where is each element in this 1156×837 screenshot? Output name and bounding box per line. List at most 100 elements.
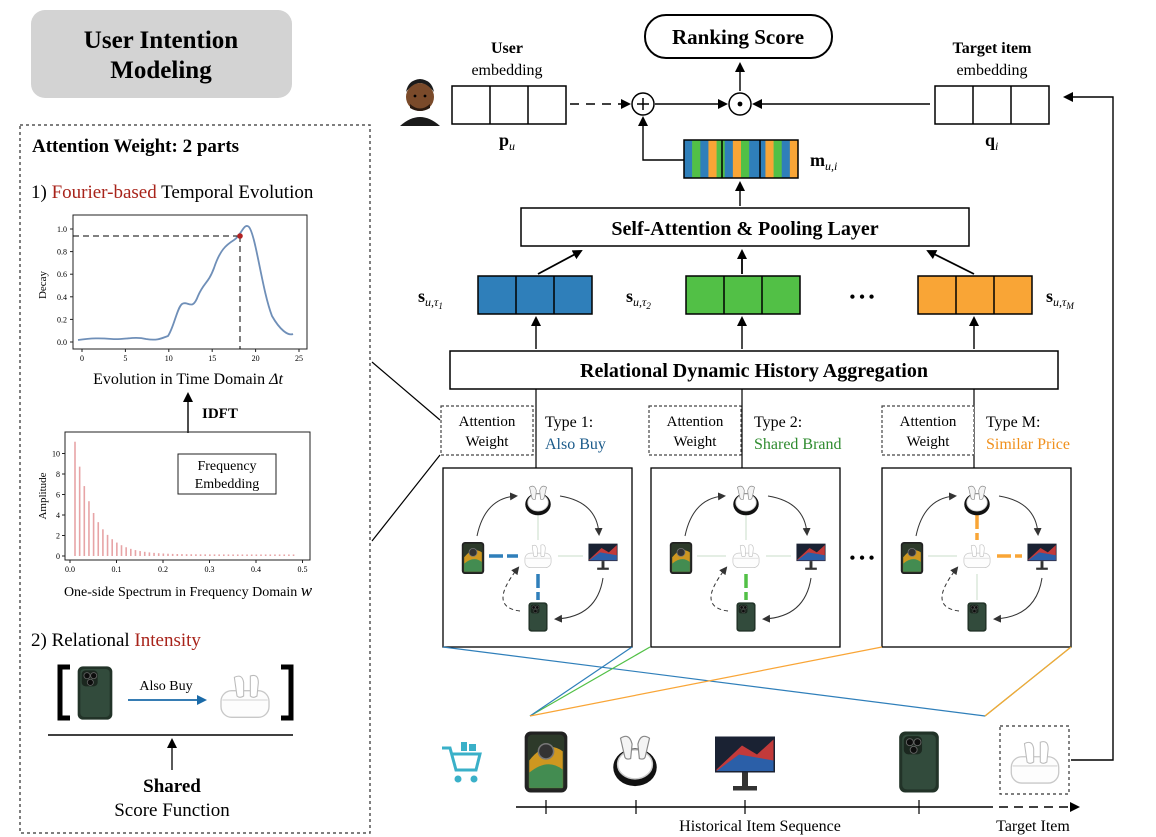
m-vector-stripe	[773, 140, 783, 178]
target-item-box	[999, 725, 1070, 795]
s-label-m: su,τM	[1046, 286, 1074, 311]
target-embedding-subtitle: embedding	[956, 62, 1027, 79]
attention-weight-panel	[19, 124, 371, 834]
type1-name: Also Buy	[545, 436, 606, 453]
svg-text:Weight: Weight	[466, 434, 510, 450]
m-ui-vector	[683, 139, 799, 179]
decay-ytick: 0.2	[57, 315, 67, 324]
blue-cross-line	[442, 646, 986, 717]
target-embedding-title: Target item	[953, 40, 1033, 57]
m-vector-stripe	[765, 140, 774, 178]
m-vector-stripe	[741, 140, 750, 178]
attention-heading: Attention Weight: 2 parts	[32, 136, 239, 157]
m-vector-stripe	[692, 140, 701, 178]
p-u-symbol: pu	[499, 130, 515, 153]
s-label-1: su,τ1	[418, 286, 443, 311]
svg-text:Weight: Weight	[907, 434, 951, 450]
airpods-icon	[1010, 740, 1060, 784]
legend-line1: Frequency	[197, 459, 256, 474]
s-vector-m	[917, 275, 1033, 315]
svg-text:Attention: Attention	[900, 414, 957, 430]
m-ui-symbol: mu,i	[810, 150, 837, 173]
sm-arrow	[926, 250, 975, 275]
monitor-icon	[715, 736, 775, 791]
s-ellipsis: • • •	[850, 289, 875, 306]
type1-label: Type 1:	[545, 414, 593, 431]
spectrum-bars	[74, 441, 295, 556]
m-vector-stripe	[716, 140, 726, 178]
decay-xtick: 10	[165, 354, 173, 363]
graph-type1	[442, 467, 633, 648]
smartphone-icon	[461, 541, 485, 575]
spectrum-ytick: 0	[56, 552, 60, 561]
decay-ytick: 0.8	[57, 248, 67, 257]
s1-arrow	[537, 250, 583, 275]
blue-cross-line-b	[529, 646, 633, 717]
decay-xtick: 20	[252, 354, 260, 363]
relation-label: Also Buy	[139, 679, 192, 694]
green-cross-line-a	[529, 646, 651, 717]
spectrum-ytick: 6	[56, 491, 60, 500]
smartphone-icon	[669, 541, 693, 575]
iphone-icon	[898, 731, 940, 793]
attention-weight-box-2: Attention Weight	[648, 405, 742, 456]
iphone-icon	[736, 602, 756, 632]
connector-bottom	[371, 454, 441, 542]
m-vector-stripe	[684, 140, 693, 178]
earbuds-case-icon	[612, 735, 658, 787]
decay-xlabel: Evolution in Time Domain Δt	[93, 371, 283, 388]
m-vector-stripe	[749, 140, 758, 178]
score-function-label: Score Function	[114, 800, 230, 821]
decay-xtick: 15	[208, 354, 216, 363]
spectrum-ylabel: Amplitude	[37, 472, 49, 519]
m-vector-stripe	[732, 140, 742, 178]
graph-ellipsis: • • •	[850, 550, 875, 567]
decay-ytick: 0.0	[57, 338, 67, 347]
title-box	[31, 10, 292, 98]
m-vector-stripe	[757, 140, 766, 178]
attention-weight-box-m: Attention Weight	[881, 405, 975, 456]
aggregation-label: Relational Dynamic History Aggregation	[580, 360, 928, 382]
spectrum-ytick: 2	[56, 532, 60, 541]
target-feedback-arrow	[1063, 92, 1114, 761]
iphone-icon	[528, 602, 548, 632]
spectrum-xlabel: One-side Spectrum in Frequency Domain w	[64, 581, 313, 600]
decay-marker	[237, 233, 243, 239]
svg-text:Weight: Weight	[674, 434, 718, 450]
m-vector-stripe	[708, 140, 717, 178]
self-attention-label: Self-Attention & Pooling Layer	[611, 218, 878, 240]
user-avatar-icon	[400, 79, 440, 126]
decay-xtick: 5	[123, 354, 127, 363]
type2-name: Shared Brand	[754, 436, 842, 453]
s-vector-1	[477, 275, 593, 315]
legend-line2: Embedding	[195, 477, 260, 492]
title-line2: Modeling	[110, 57, 212, 84]
graph-type2	[650, 467, 841, 648]
spectrum-xtick: 0.2	[158, 565, 168, 574]
relational-intensity: Also Buy	[57, 664, 294, 721]
target-item-label: Target Item	[996, 818, 1070, 835]
frequency-embedding-legend	[177, 453, 277, 495]
spectrum-ytick: 10	[52, 450, 60, 459]
iphone-icon	[77, 665, 113, 721]
decay-ytick: 0.4	[57, 293, 67, 302]
svg-text:Attention: Attention	[459, 414, 516, 430]
smartphone-icon	[900, 541, 924, 575]
graph-typem	[881, 467, 1072, 648]
typem-name: Similar Price	[986, 436, 1070, 453]
decay-curve	[77, 225, 294, 341]
connector-top	[371, 361, 441, 421]
decay-ytick: 1.0	[57, 225, 67, 234]
m-vector-stripe	[700, 140, 709, 178]
spectrum-xtick: 0.4	[251, 565, 261, 574]
part1-caption: 1) Fourier-based Temporal Evolution	[31, 182, 314, 203]
svg-text:Attention: Attention	[667, 414, 724, 430]
smartphone-icon	[523, 730, 569, 794]
aggregation-layer	[449, 350, 1059, 390]
target-embedding-vector	[934, 85, 1050, 125]
decay-ytick: 0.6	[57, 270, 67, 279]
decay-xtick: 25	[295, 354, 303, 363]
s-vector-2	[685, 275, 801, 315]
spectrum-xtick: 0.5	[298, 565, 308, 574]
